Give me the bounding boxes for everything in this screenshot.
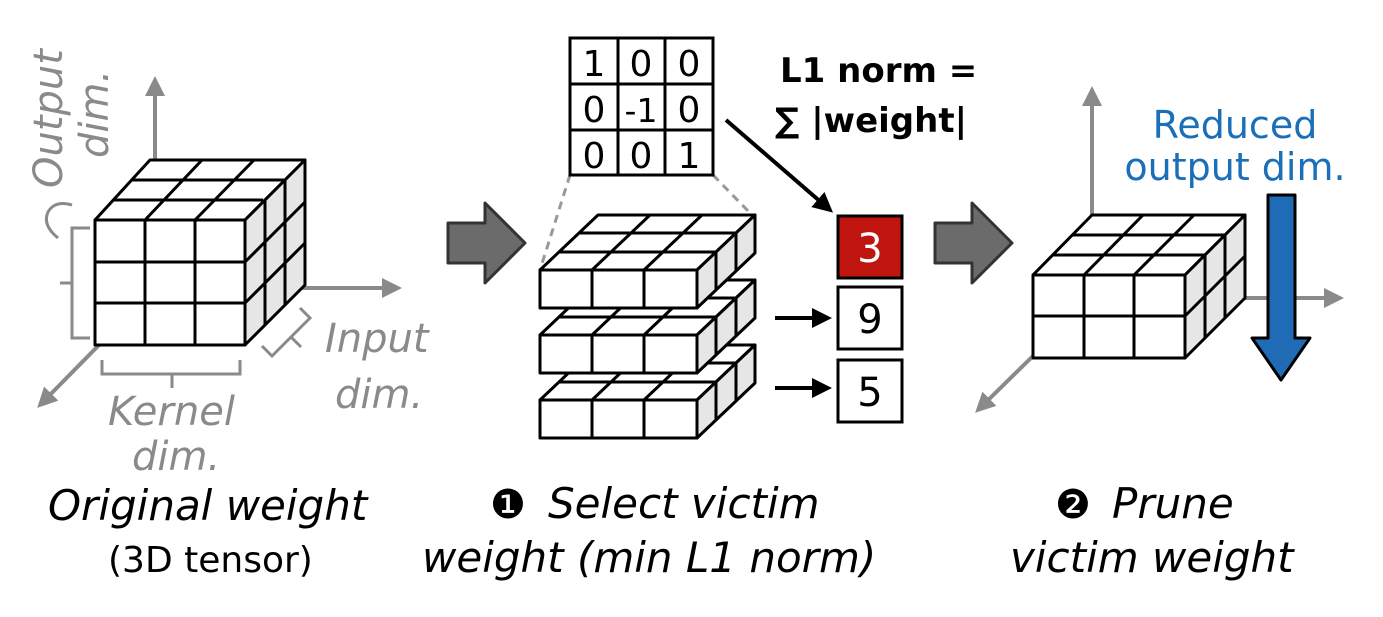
- l1-norm-label: L1 norm =: [780, 51, 977, 91]
- matrix-cell: -1: [625, 91, 658, 130]
- original-caption-subtitle: (3D tensor): [108, 540, 313, 581]
- matrix-cell: 0: [583, 136, 606, 177]
- matrix-cell: 0: [630, 44, 653, 85]
- matrix-cell: 0: [630, 136, 653, 177]
- kernel-brace: [100, 360, 242, 388]
- norm-box: [836, 358, 904, 424]
- output-axis-label: Output: [26, 48, 72, 188]
- pruned-tensor-cube: [1031, 213, 1247, 360]
- victim-norm-value: 3: [857, 226, 882, 272]
- matrix-cell: 1: [583, 44, 606, 85]
- prune-caption-subtitle: victim weight: [1010, 533, 1295, 582]
- output-brace-hook: [44, 202, 73, 240]
- matrix-cell: 1: [678, 136, 701, 177]
- norm-box: [836, 285, 904, 351]
- kernel-axis-label-dim: dim.: [132, 434, 220, 480]
- output-brace: [60, 226, 90, 340]
- reduced-dim-arrow: [1250, 193, 1312, 382]
- victim-norm-box: [836, 214, 904, 280]
- matrix-cell: 0: [678, 44, 701, 85]
- select-step-marker: ❶: [490, 482, 526, 528]
- select-caption-subtitle: weight (min L1 norm): [422, 533, 876, 582]
- original-caption-title: Original weight: [48, 481, 369, 530]
- prune-panel: Reduced output dim. ❷ Prune victim weigh…: [975, 86, 1346, 582]
- output-axis-label-dim: dim.: [72, 70, 118, 158]
- slice-stack: [538, 213, 757, 440]
- original-weight-panel: Output dim. Input dim. Kernel dim. Origi…: [26, 48, 430, 581]
- matrix-cell: 0: [583, 90, 606, 131]
- reduced-label-dim: output dim.: [1124, 145, 1345, 189]
- input-axis-label-dim: dim.: [335, 372, 423, 418]
- matrix-guide-left: [538, 174, 572, 271]
- input-axis-label: Input: [325, 316, 430, 362]
- norm-value: 5: [857, 370, 882, 416]
- norm-arrow: [724, 118, 834, 213]
- reduced-label: Reduced: [1153, 103, 1318, 147]
- select-victim-panel: 1 0 0 0 -1 0 0 0 1 L1 norm = ∑ |weight|: [422, 36, 977, 582]
- norm-value: 9: [857, 297, 882, 343]
- kernel-axis-label: Kernel: [108, 389, 235, 435]
- step-arrow-1: [446, 201, 527, 285]
- prune-step-marker: ❷: [1055, 482, 1091, 528]
- matrix-guide-right: [711, 173, 754, 217]
- prune-caption-title: Prune: [1112, 479, 1234, 528]
- l1-norm-formula: ∑ |weight|: [775, 101, 967, 141]
- original-tensor-cube: [93, 158, 307, 347]
- matrix-cell: 0: [678, 90, 701, 131]
- input-brace: [260, 306, 313, 359]
- select-caption-title: Select victim: [548, 479, 820, 528]
- step-arrow-2: [933, 201, 1014, 285]
- slice-top: [538, 213, 757, 310]
- kernel-matrix: 1 0 0 0 -1 0 0 0 1: [568, 36, 715, 177]
